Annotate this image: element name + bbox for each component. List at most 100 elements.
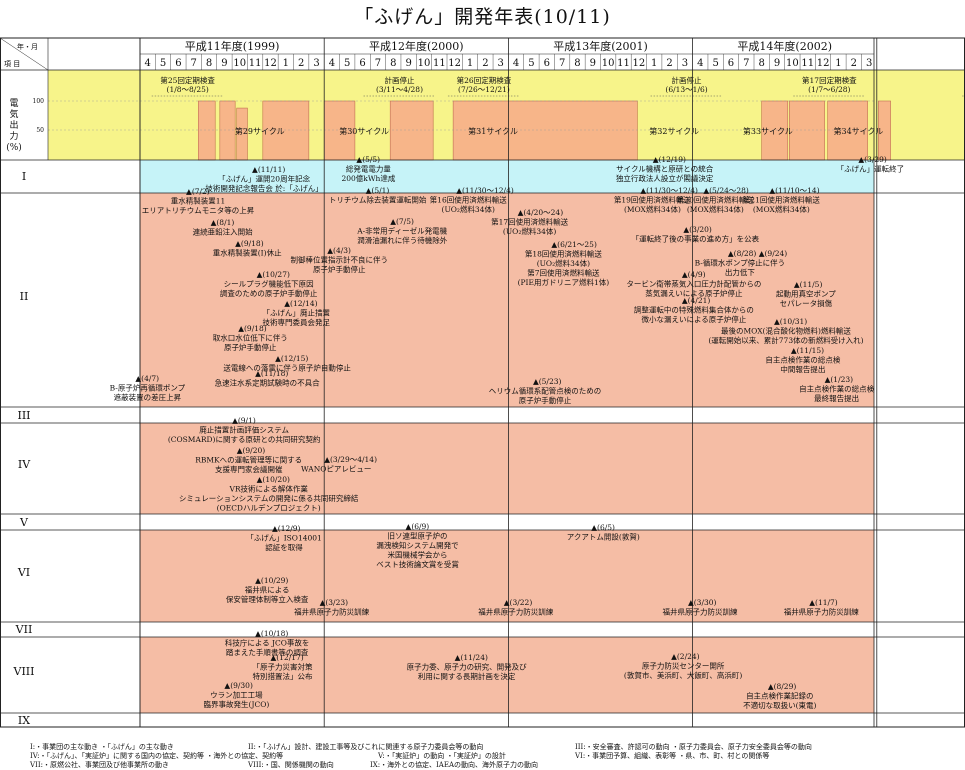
event-text: 特別措置法」公布 [252, 671, 312, 681]
month-label: 1 [467, 58, 473, 69]
month-label: 4 [697, 58, 703, 69]
legend-item: VIII:・国、関係機関の動向 [248, 761, 334, 769]
event-text: 蒸気漏えいによる原子炉停止 [645, 288, 743, 298]
event-text: 起動用真空ポンプ [776, 289, 836, 299]
row-backgrounds [0, 38, 965, 727]
event-text: ▲(1/23) [825, 375, 854, 384]
row-label: I [22, 170, 26, 183]
event-text: ▲(11/10〜14) [769, 186, 819, 195]
event-text: 福井県原子力防災訓練 [662, 607, 737, 617]
legend-item: I:・事業団の主な動き ・「ふげん」の主な動き [30, 743, 174, 751]
event-text: 制御棒位置指示計不良に伴う [291, 255, 389, 265]
month-label: 5 [344, 58, 350, 69]
month-label: 7 [375, 58, 381, 69]
event-text: 「運転終了後の事業の進め方」を公表 [632, 234, 760, 244]
event-text: ▲(11/18) [255, 369, 288, 378]
month-label: 10 [786, 58, 799, 69]
month-label: 4 [144, 58, 150, 69]
event-text: 微小な漏えいによる原子炉停止 [641, 314, 746, 324]
event-text: B-循環水ポンプ停止に伴う [695, 258, 785, 268]
event-text: ▲(8/28) ▲(9/24) [728, 249, 787, 258]
outage-note: 計画停止 [672, 75, 702, 85]
timeline-chart: 第29サイクル第30サイクル第31サイクル第32サイクル第33サイクル第34サイ… [0, 37, 965, 728]
event-text: (運転開始以来、累計773体の新燃料受け入れ) [708, 335, 863, 345]
month-label: 11 [249, 58, 262, 69]
power-ylabel-char: 電 [9, 98, 18, 109]
outage-note: 計画停止 [385, 75, 415, 85]
event-text: ▲(12/9) [272, 524, 301, 533]
event-text: 廃止措置計画評価システム [199, 425, 289, 435]
month-label: 6 [544, 58, 550, 69]
row-end-cell [874, 160, 965, 193]
event-text: 技術開発記念報告会 於:「ふげん」 [205, 183, 322, 193]
month-label: 7 [559, 58, 565, 69]
event-text: ▲(11/30〜12/4) [456, 186, 514, 195]
event-text: 独立行政法人設立が閣議決定 [616, 173, 714, 183]
legend-item: VI:・事業団予算、組織、表彰等 ・県、市、町、村との関係等 [575, 752, 770, 760]
event-text: 遮蔽装置の差圧上昇 [114, 392, 182, 402]
event-text: ▲(6/21〜25) [551, 240, 597, 249]
event-text: 福井県原子力防災訓練 [784, 607, 859, 617]
row-label-cell [0, 160, 140, 193]
event-text: 「ふげん」運転終了 [837, 164, 905, 174]
month-label: 8 [758, 58, 764, 69]
outage-note: (7/26〜12/21) [458, 85, 510, 94]
event-text: 取水口水位低下に伴う [213, 333, 288, 343]
outage-note: 第17回定期検査 [802, 75, 857, 85]
fiscal-year-label: 平成13年度(2001) [553, 39, 648, 53]
event-text: 第21回使用済燃料輸送 [743, 195, 821, 205]
event-text: (UO₂燃料34体) [503, 226, 556, 236]
power-tick-label: 50 [36, 127, 44, 134]
event-text: ▲(6/9) [406, 522, 430, 531]
month-label: 2 [851, 58, 857, 69]
event-text: RBMKへの運転管理等に関する [195, 455, 302, 465]
month-label: 7 [191, 58, 197, 69]
outage-note: 第26回定期検査 [457, 75, 512, 85]
event-text: 「ふげん」ISO14001 [246, 534, 322, 543]
event-text: ▲(11/11) [252, 165, 285, 174]
month-label: 10 [418, 58, 431, 69]
event-text: 福井県原子力防災訓練 [478, 607, 553, 617]
power-label-cell [0, 70, 48, 160]
corner-bottom-label: 項 目 [4, 60, 20, 68]
month-label: 3 [866, 58, 872, 69]
event-text: 漏洩検知システム開発で [376, 540, 458, 550]
row-label-cell [0, 514, 140, 530]
legend-item: IX:・海外との協定、IAEAの動向、海外原子力の動向 [370, 761, 539, 769]
event-text: 出力低下 [725, 267, 755, 277]
event-text: セパレータ損傷 [780, 298, 833, 308]
event-text: (UO₂燃料34体) [442, 204, 495, 214]
event-text: 「原子力災害対策 [252, 662, 312, 672]
cycle-label: 第30サイクル [339, 126, 389, 136]
event-text: ▲(4/7) [135, 374, 159, 383]
power-output-graph: 第29サイクル第30サイクル第31サイクル第32サイクル第33サイクル第34サイ… [151, 75, 965, 161]
event-text: ▲(9/1) [232, 416, 256, 425]
cycle-label: 第33サイクル [743, 126, 793, 136]
power-operation-block [262, 100, 310, 161]
month-label: 8 [206, 58, 212, 69]
event-text: ▲(9/30) [224, 681, 253, 690]
row-label: IV [18, 458, 31, 471]
event-text: ▲(3/22) [504, 598, 533, 607]
row-band [0, 423, 965, 514]
event-text: 連続亜鉛注入開始 [193, 227, 253, 237]
event-text: 旧ソ連型原子炉の [388, 531, 448, 541]
month-label: 9 [590, 58, 596, 69]
event-text: ▲(12/19) [653, 155, 686, 164]
event-text: 自主点検作業の総点検 [799, 384, 874, 394]
month-label: 12 [448, 58, 461, 69]
event-text: 「ふげん」廃止措置 [263, 308, 331, 318]
month-label: 12 [633, 58, 646, 69]
row-end-cell [874, 193, 965, 407]
event-text: 送電線への落雷に伴う原子炉自動停止 [223, 363, 351, 373]
event-text: ▲(3/20) [683, 225, 712, 234]
month-label: 9 [774, 58, 780, 69]
row-end-cell [874, 530, 965, 622]
row-band [0, 193, 965, 407]
row-label: IX [18, 714, 30, 727]
event-text: 第19回使用済燃料輸送 [614, 195, 692, 205]
cycle-label: 第29サイクル [235, 126, 285, 136]
legend-item: VII:・原燃公社、事業団及び他事業所の動き [30, 761, 169, 769]
